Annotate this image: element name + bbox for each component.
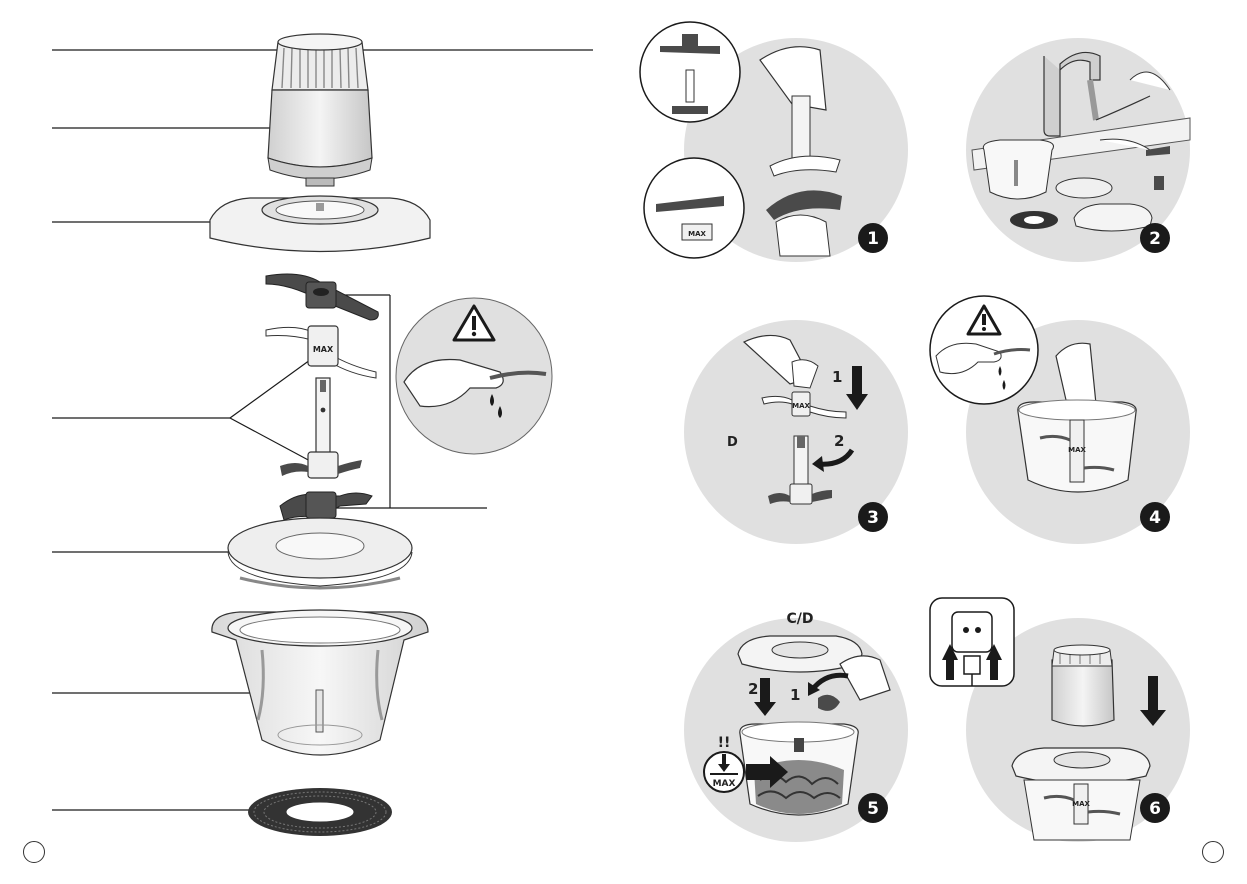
step-6-number: 6 [1149, 799, 1161, 819]
step-4-blade-max: MAX [1068, 446, 1086, 454]
step-6-panel: MAX 6 [930, 598, 1190, 842]
step-5-top-label: C/D [786, 611, 813, 627]
step-3-number: 3 [867, 508, 879, 528]
blade-max-marking: MAX [313, 345, 334, 354]
step-2-panel: 2 [966, 38, 1190, 262]
step-1-inset-max: MAX [688, 230, 706, 238]
step-3-arrow-1-label: 1 [832, 368, 842, 386]
non-slip-base [248, 788, 392, 836]
step-1-panel: MAX 1 [640, 22, 908, 262]
upper-blade [266, 274, 378, 320]
page-number-circle-right [1203, 842, 1224, 863]
splash-guard [228, 518, 412, 588]
step-4-panel: MAX 4 [930, 296, 1190, 544]
leader-line-blade-b [230, 418, 312, 462]
leader-line-blade-a [230, 360, 310, 418]
step-5-number: 5 [867, 799, 879, 819]
step-5-panel: C/D 2 1 !! MAX 5 [684, 611, 908, 842]
step-4-number: 4 [1149, 508, 1161, 528]
step-5-attention-mark: !! [718, 735, 731, 751]
step-5-max-label: MAX [713, 779, 736, 789]
motor-unit [268, 34, 372, 186]
step-3-blade-max: MAX [792, 402, 810, 410]
step-2-number: 2 [1149, 229, 1161, 249]
exploded-view: MAX [24, 34, 594, 863]
lid [210, 196, 430, 252]
step-5-arrow-2-label: 2 [748, 680, 758, 698]
step-6-blade-max: MAX [1072, 800, 1090, 808]
step-1-number: 1 [867, 229, 879, 249]
step-3-panel: D MAX 1 2 3 [684, 320, 908, 544]
page-number-circle-left [24, 842, 45, 863]
bottom-blade [280, 492, 372, 520]
step-3-arrow-2-label: 2 [834, 432, 844, 450]
step-panels: MAX 1 2 [640, 22, 1224, 863]
step-5-arrow-1-label: 1 [790, 686, 800, 704]
warning-blade-circle [396, 298, 552, 454]
blade-shaft [280, 378, 362, 478]
bowl [212, 610, 428, 755]
step-3-side-label: D [727, 435, 738, 450]
lower-blade: MAX [266, 326, 376, 378]
